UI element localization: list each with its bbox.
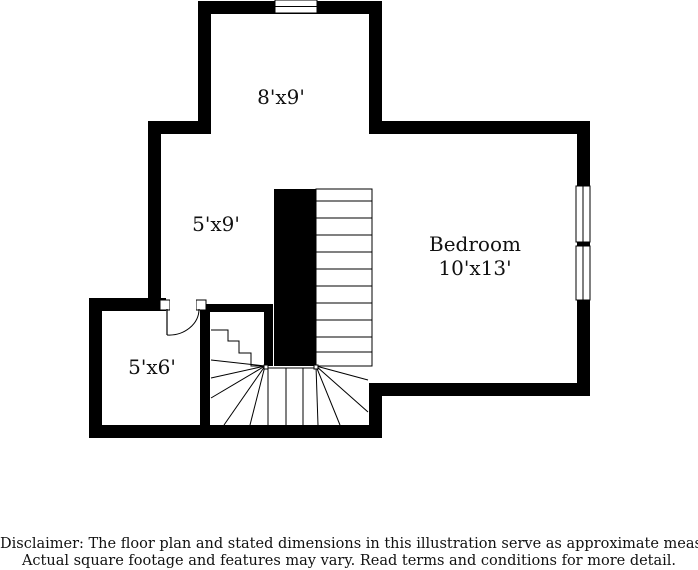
winder-stair: [210, 329, 369, 426]
wall-top-room-west: [198, 1, 211, 134]
wall-stair-inner: [264, 304, 273, 366]
wall-stair-north: [200, 304, 273, 312]
room-label-top: 8'x9': [257, 85, 305, 109]
straight-stair: [315, 188, 373, 367]
floor-plan: 8'x9' 5'x9' Bedroom 10'x13' 5'x6': [89, 0, 591, 438]
room-label-hall: 5'x9': [192, 212, 240, 236]
wall-bedroom-south: [369, 383, 590, 396]
room-label-bedroom-size: 10'x13': [438, 256, 511, 280]
room-label-bedroom-name: Bedroom: [429, 232, 521, 256]
wall-hall-north: [148, 121, 211, 134]
disclaimer-line-2: Actual square footage and features may v…: [21, 553, 677, 569]
wall-stair-east: [369, 383, 382, 438]
closet-door: [159, 297, 207, 336]
stairwell-void: [274, 189, 316, 366]
window-east-lower: [575, 245, 591, 301]
wall-hall-west: [148, 121, 161, 311]
room-label-closet: 5'x6': [128, 355, 176, 379]
wall-closet-east: [200, 304, 210, 429]
wall-south: [89, 425, 382, 438]
window-east-upper: [575, 185, 591, 243]
wall-bedroom-north: [369, 121, 590, 134]
wall-closet-north: [89, 298, 166, 311]
wall-top-room-east: [369, 1, 382, 134]
disclaimer-line-1: Disclaimer: The floor plan and stated di…: [0, 536, 698, 552]
window-north: [274, 0, 318, 14]
wall-closet-west: [89, 298, 102, 438]
